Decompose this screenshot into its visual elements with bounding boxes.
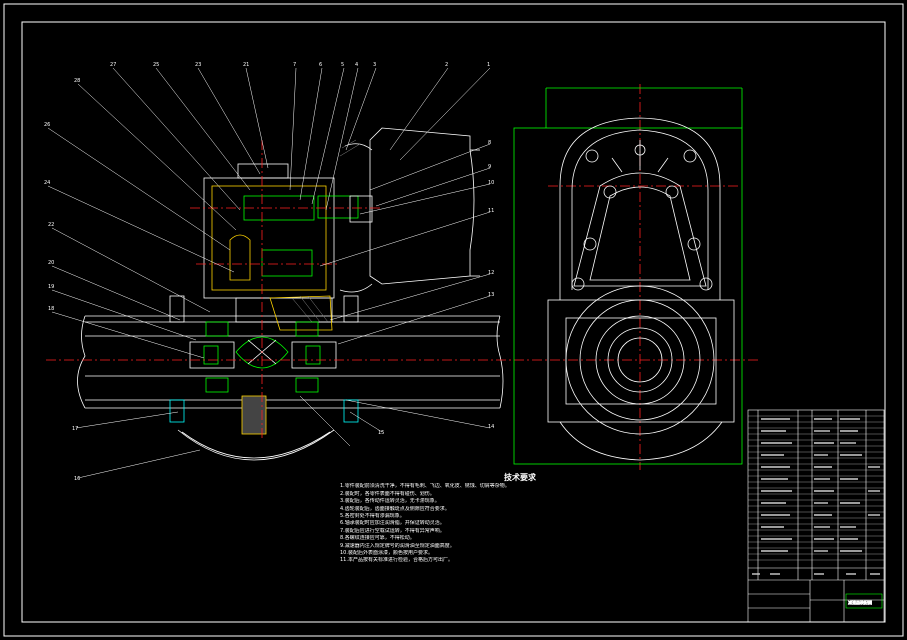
callout-label: 16 bbox=[74, 476, 80, 482]
sheet-inner-border bbox=[21, 21, 886, 623]
side-view bbox=[513, 87, 743, 465]
tech-requirement-line: 11.本产品按有关标准进行检验，合格后方可出厂。 bbox=[340, 557, 453, 564]
callout-label: 24 bbox=[44, 180, 50, 186]
tech-requirement-line: 2.装配时，各零件表面不得有碰伤、划伤。 bbox=[340, 490, 435, 497]
callout-label: 12 bbox=[488, 270, 494, 276]
callout-label: 10 bbox=[488, 180, 494, 186]
callout-label: 28 bbox=[74, 78, 80, 84]
callout-label: 18 bbox=[48, 306, 54, 312]
callout-label: 20 bbox=[48, 260, 54, 266]
callout-label: 9 bbox=[488, 164, 491, 170]
tech-requirement-line: 9.减速器内注入规定牌号的润滑油至规定油面高度。 bbox=[340, 542, 455, 549]
callout-label: 17 bbox=[72, 426, 78, 432]
sheet-outer-border bbox=[3, 3, 904, 637]
tech-requirements-title: 技术要求 bbox=[504, 473, 536, 482]
tech-requirement-line: 7.装配后应进行空载试运转，不得有异常声响。 bbox=[340, 527, 445, 534]
callout-label: 25 bbox=[153, 62, 159, 68]
callout-label: 1 bbox=[487, 62, 490, 68]
callout-label: 21 bbox=[243, 62, 249, 68]
callout-label: 19 bbox=[48, 284, 54, 290]
callout-label: 7 bbox=[293, 62, 296, 68]
leader-lines bbox=[47, 67, 491, 479]
tech-requirement-line: 10.装配后外表面涂漆，颜色按用户要求。 bbox=[340, 550, 433, 557]
callout-label: 2 bbox=[445, 62, 448, 68]
callout-label: 3 bbox=[373, 62, 376, 68]
callout-label: 26 bbox=[44, 122, 50, 128]
callout-label: 4 bbox=[355, 62, 358, 68]
callout-label: 14 bbox=[488, 424, 494, 430]
callout-label: 22 bbox=[48, 222, 54, 228]
bom-table: 减速器装配图 bbox=[747, 409, 885, 623]
tech-requirement-line: 1.零件装配前须清洗干净，不得有毛刺、飞边、氧化皮、锈蚀、切屑等杂物。 bbox=[340, 483, 510, 490]
centerlines bbox=[46, 84, 760, 470]
tech-requirements-list: 1.零件装配前须清洗干净，不得有毛刺、飞边、氧化皮、锈蚀、切屑等杂物。2.装配时… bbox=[340, 483, 740, 564]
tech-requirement-line: 4.齿轮装配后，齿面接触斑点及侧隙应符合要求。 bbox=[340, 505, 450, 512]
tech-requirement-line: 8.各螺纹连接应可靠，不得松动。 bbox=[340, 535, 415, 542]
callout-numbers: 27 25 23 21 7 6 5 4 3 2 1 28 26 24 22 20… bbox=[44, 62, 494, 482]
bom-footer-title: 减速器装配图 bbox=[848, 599, 872, 605]
callout-label: 15 bbox=[378, 430, 384, 436]
tech-requirement-line: 6.轴承装配时应加注润滑脂，并保证转动灵活。 bbox=[340, 520, 445, 527]
callout-label: 6 bbox=[319, 62, 322, 68]
main-section-view bbox=[77, 127, 504, 461]
callout-label: 13 bbox=[488, 292, 494, 298]
callout-label: 8 bbox=[488, 140, 491, 146]
callout-label: 11 bbox=[488, 208, 494, 214]
callout-label: 27 bbox=[110, 62, 116, 68]
tech-requirement-line: 5.各密封处不得有渗漏现象。 bbox=[340, 513, 405, 520]
callout-label: 5 bbox=[341, 62, 344, 68]
callout-label: 23 bbox=[195, 62, 201, 68]
technical-requirements: 技术要求 1.零件装配前须清洗干净，不得有毛刺、飞边、氧化皮、锈蚀、切屑等杂物。… bbox=[340, 473, 740, 565]
tech-requirement-line: 3.装配后，各传动件运转灵活，无卡滞现象。 bbox=[340, 498, 440, 505]
